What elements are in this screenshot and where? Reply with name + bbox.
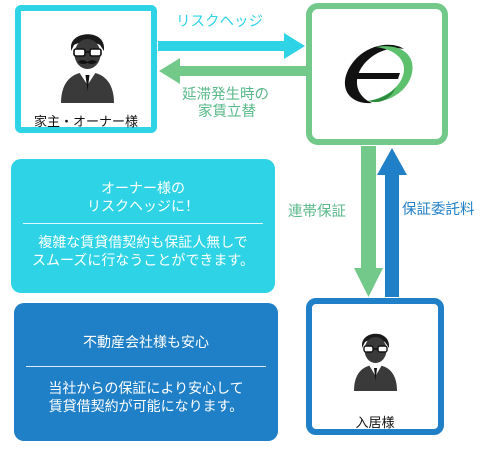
man-with-glasses-and-mustache-icon (61, 34, 114, 103)
tenant-box: 入居様 (306, 298, 444, 435)
guarantee-fee-label: 保証委託料 (402, 202, 475, 218)
rent-advance-label-line1: 延滞発生時の (182, 87, 269, 103)
company-box (306, 3, 448, 145)
guarantee-fee-arrow (377, 148, 407, 297)
tenant-label: 入居様 (355, 416, 395, 431)
joint-guarantee-arrow (354, 146, 383, 297)
agency-panel-title: 不動産会社様も安心 (83, 335, 209, 351)
company-logo-icon (344, 44, 413, 104)
risk-hedge-label: リスクヘッジ (176, 14, 263, 30)
agency-panel-divider (26, 366, 266, 367)
agency-panel-body-line1: 当社からの保証により安心して (48, 381, 244, 397)
joint-guarantee-label: 連帯保証 (288, 204, 346, 220)
owner-panel-body-line2: スムーズに行なうことができます。 (32, 253, 254, 269)
rent-advance-arrow (159, 58, 306, 84)
owner-panel-title-line1: オーナー様の (101, 181, 185, 197)
owner-risk-hedge-panel: オーナー様の リスクヘッジに！ 複雑な賃貸借契約も保証人無しで スムーズに行なう… (11, 159, 275, 293)
owner-label: 家主・オーナー様 (33, 115, 138, 130)
agency-panel-body-line2: 賃貸借契約が可能になります。 (48, 399, 244, 415)
agency-assurance-panel: 不動産会社様も安心 当社からの保証により安心して 賃貸借契約が可能になります。 (14, 303, 278, 441)
risk-hedge-arrow (158, 33, 305, 59)
owner-panel-body-line1: 複雑な賃貸借契約も保証人無しで (38, 235, 248, 251)
rent-advance-label-line2: 家賃立替 (198, 104, 256, 120)
owner-box: 家主・オーナー様 (15, 5, 157, 133)
man-with-glasses-icon (354, 333, 397, 391)
owner-panel-title-line2: リスクヘッジに！ (87, 199, 199, 215)
owner-panel-divider (23, 223, 263, 224)
